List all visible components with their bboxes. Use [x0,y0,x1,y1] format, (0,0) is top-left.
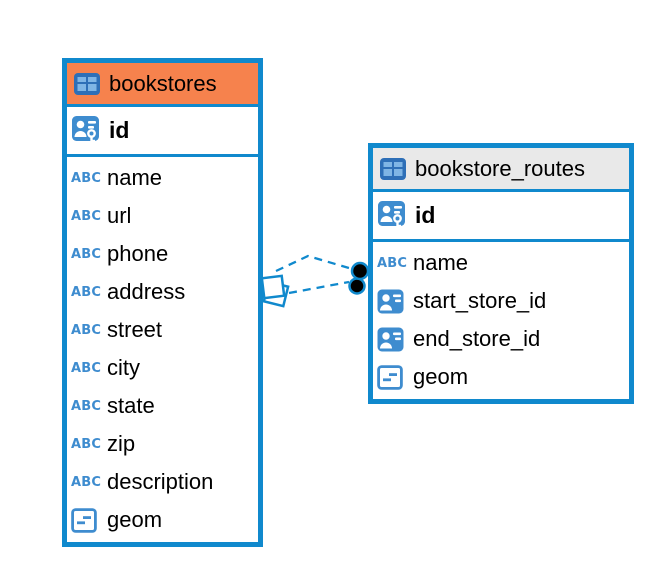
table-icon [379,157,407,181]
column-row-state[interactable]: ABC state [67,387,258,425]
column-row-street[interactable]: ABC street [67,311,258,349]
primary-key-icon [377,200,408,232]
column-name: name [413,250,469,275]
column-name: geom [107,507,163,532]
column-name: city [107,355,140,380]
column-name: start_store_id [413,288,547,313]
column-name: id [109,117,130,143]
primary-key-icon [71,115,102,147]
text-type-icon: ABC [71,170,102,186]
geometry-type-icon [71,507,101,533]
text-type-icon: ABC [71,246,102,262]
column-name: street [107,317,163,342]
column-row-description[interactable]: ABC description [67,463,258,501]
column-row-geom[interactable]: geom [67,501,258,539]
text-type-icon: ABC [71,474,102,490]
table-icon [73,72,101,96]
column-name: id [415,202,436,228]
column-name: name [107,165,163,190]
column-row-geom[interactable]: geom [373,358,629,396]
column-name: geom [413,364,469,389]
column-row-address[interactable]: ABC address [67,273,258,311]
text-type-icon: ABC [71,360,102,376]
column-name: state [107,393,155,418]
column-name: description [107,469,214,494]
text-type-icon: ABC [71,284,102,300]
geometry-type-icon [377,364,407,390]
table-title: bookstore_routes [415,156,585,181]
text-type-icon: ABC [71,208,102,224]
columns-section: ABC name start_store_id [373,242,629,399]
column-row-zip[interactable]: ABC zip [67,425,258,463]
relationship-line[interactable] [275,254,350,273]
column-name: address [107,279,186,304]
table-title: bookstores [109,71,217,96]
column-row-name[interactable]: ABC name [373,244,629,282]
table-bookstore-routes[interactable]: bookstore_routes id [368,143,634,404]
table-header-bookstores[interactable]: bookstores [67,63,258,107]
column-row-id[interactable]: id [373,192,629,242]
text-type-icon: ABC [71,322,102,338]
columns-section: ABC name ABC url ABC phone ABC address A… [67,157,258,542]
column-name: phone [107,241,169,266]
table-header-bookstore-routes[interactable]: bookstore_routes [373,148,629,192]
foreign-key-icon [377,289,407,314]
column-row-phone[interactable]: ABC phone [67,235,258,273]
one-side-marker[interactable] [348,261,370,295]
text-type-icon: ABC [71,398,102,414]
column-row-name[interactable]: ABC name [67,159,258,197]
foreign-key-icon [377,327,407,352]
column-row-id[interactable]: id [67,107,258,157]
column-row-start-store-id[interactable]: start_store_id [373,282,629,320]
column-row-city[interactable]: ABC city [67,349,258,387]
column-row-end-store-id[interactable]: end_store_id [373,320,629,358]
table-bookstores[interactable]: bookstores id [62,58,263,547]
column-row-url[interactable]: ABC url [67,197,258,235]
relationship-line[interactable] [288,280,350,295]
column-name: url [107,203,132,228]
many-side-marker[interactable] [260,274,290,308]
column-name: zip [107,431,136,456]
text-type-icon: ABC [71,436,102,452]
column-name: end_store_id [413,326,541,351]
text-type-icon: ABC [377,255,408,271]
